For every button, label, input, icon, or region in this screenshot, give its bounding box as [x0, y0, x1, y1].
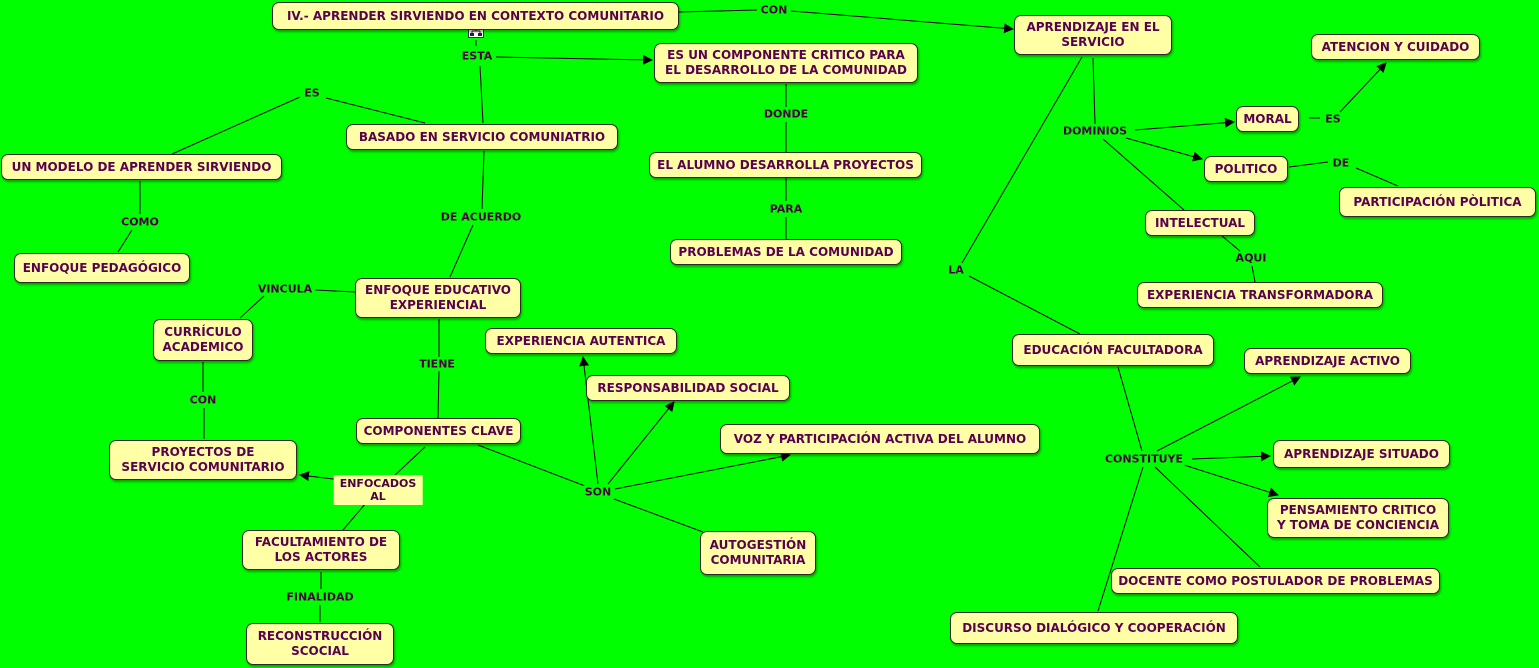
- connector-line-2: [495, 54, 653, 65]
- label-para: PARA: [767, 202, 805, 216]
- connector-line-33: [1117, 366, 1143, 452]
- connector-line-28: [239, 295, 265, 319]
- connector-line-30: [437, 370, 440, 419]
- label-es-left: ES: [302, 86, 322, 100]
- label-la: LA: [946, 263, 966, 277]
- node-experiencia-transformadora[interactable]: EXPERIENCIA TRANSFORMADORA: [1137, 282, 1383, 308]
- node-intelectual[interactable]: INTELECTUAL: [1145, 210, 1255, 236]
- connector-line-24: [1251, 265, 1256, 283]
- connector-line-16: [1134, 117, 1235, 131]
- connector-line-27: [314, 289, 356, 293]
- label-es-moral: ES: [1323, 112, 1343, 126]
- node-discurso[interactable]: DISCURSO DIALÓGICO Y COOPERACIÓN: [950, 612, 1238, 644]
- label-son: SON: [582, 485, 614, 499]
- connector-line-0: [678, 9, 758, 13]
- node-aprendizaje-activo[interactable]: APRENDIZAJE ACTIVO: [1244, 348, 1411, 374]
- label-dominios: DOMINIOS: [1060, 124, 1130, 138]
- node-moral[interactable]: MORAL: [1236, 106, 1299, 132]
- node-participacion-politica[interactable]: PARTICIPACIÓN PÒLITICA: [1339, 187, 1536, 217]
- node-alumno-desarrolla[interactable]: EL ALUMNO DESARROLLA PROYECTOS: [649, 152, 922, 178]
- label-de: DE: [1330, 156, 1352, 170]
- label-tiene: TIENE: [417, 357, 457, 371]
- node-voz[interactable]: VOZ Y PARTICIPACIÓN ACTIVA DEL ALUMNO: [720, 424, 1040, 454]
- node-basado[interactable]: BASADO EN SERVICIO COMUNIATRIO: [346, 124, 618, 150]
- connector-line-44: [392, 446, 426, 478]
- label-de-acuerdo: DE ACUERDO: [438, 210, 524, 224]
- node-facultamiento[interactable]: FACULTAMIENTO DE LOS ACTORES: [242, 530, 400, 570]
- label-con-left: CON: [187, 393, 219, 407]
- connector-line-42: [614, 451, 791, 490]
- node-aprendizaje-servicio[interactable]: APRENDIZAJE EN EL SERVICIO: [1014, 15, 1172, 55]
- connector-line-41: [607, 401, 675, 485]
- node-problemas[interactable]: PROBLEMAS DE LA COMUNIDAD: [670, 239, 902, 265]
- node-curriculo[interactable]: CURRÍCULO ACADEMICO: [153, 319, 253, 361]
- connector-line-6: [171, 96, 301, 155]
- node-atencion[interactable]: ATENCION Y CUIDADO: [1311, 34, 1480, 60]
- connector-line-14: [449, 224, 474, 278]
- connector-line-23: [1221, 235, 1241, 252]
- node-proyectos[interactable]: PROYECTOS DE SERVICIO COMUNITARIO: [109, 440, 297, 480]
- label-aqui: AQUI: [1233, 251, 1269, 265]
- node-modelo[interactable]: UN MODELO DE APRENDER SIRVIENDO: [1, 154, 282, 180]
- connector-line-38: [1097, 466, 1144, 612]
- connector-line-18: [1102, 138, 1185, 211]
- node-politico[interactable]: POLITICO: [1204, 156, 1288, 182]
- connector-line-36: [1183, 464, 1279, 498]
- connector-line-13: [481, 150, 485, 210]
- label-finalidad: FINALIDAD: [284, 590, 356, 604]
- connector-line-37: [1154, 466, 1261, 568]
- connector-line-12: [117, 229, 133, 253]
- node-title[interactable]: IV.- APRENDER SIRVIENDO EN CONTEXTO COMU…: [272, 2, 679, 30]
- connector-line-19: [1339, 62, 1387, 113]
- label-como: COMO: [119, 215, 161, 229]
- node-componente-critico[interactable]: ES UN COMPONENTE CRITICO PARA EL DESARRO…: [654, 43, 918, 83]
- connector-line-17: [1125, 137, 1203, 162]
- label-enfocados: ENFOCADOS AL: [333, 475, 423, 505]
- connector-line-22: [1355, 167, 1399, 187]
- node-enfoque-pedagogico[interactable]: ENFOQUE PEDAGÓGICO: [14, 253, 190, 283]
- label-con-top: CON: [758, 3, 790, 17]
- connector-line-39: [477, 444, 586, 487]
- node-pensamiento[interactable]: PENSAMIENTO CRITICO Y TOMA DE CONCIENCIA: [1267, 498, 1449, 538]
- connector-line-26: [968, 275, 1081, 335]
- label-vincula: VINCULA: [255, 282, 315, 296]
- connector-line-15: [1092, 57, 1096, 125]
- label-constituye: CONSTITUYE: [1102, 452, 1186, 466]
- connector-line-46: [342, 502, 367, 531]
- connector-line-5: [325, 97, 426, 124]
- connector-line-3: [479, 65, 484, 124]
- node-componentes-clave[interactable]: COMPONENTES CLAVE: [356, 418, 521, 444]
- connector-line-25: [961, 56, 1083, 264]
- node-enfoque-educativo[interactable]: ENFOQUE EDUCATIVO EXPERIENCIAL: [355, 278, 521, 318]
- connector-line-34: [1156, 376, 1301, 452]
- connector-line-35: [1191, 451, 1271, 462]
- label-donde: DONDE: [761, 107, 811, 121]
- connector-line-43: [613, 498, 704, 533]
- connector-line-40: [579, 356, 599, 485]
- connector-line-21: [1288, 161, 1329, 168]
- node-autogestion[interactable]: AUTOGESTIÓN COMUNITARIA: [700, 531, 816, 575]
- node-experiencia-autentica[interactable]: EXPERIENCIA AUTENTICA: [485, 328, 677, 354]
- node-reconstruccion[interactable]: RECONSTRUCCIÓN SCOCIAL: [246, 623, 394, 665]
- node-aprendizaje-situado[interactable]: APRENDIZAJE SITUADO: [1273, 440, 1450, 468]
- node-educacion-facultadora[interactable]: EDUCACIÓN FACULTADORA: [1012, 334, 1214, 366]
- connector-line-1: [790, 10, 1014, 34]
- node-responsabilidad[interactable]: RESPONSABILIDAD SOCIAL: [586, 375, 790, 401]
- node-docente[interactable]: DOCENTE COMO POSTULADOR DE PROBLEMAS: [1111, 568, 1440, 594]
- label-esta: ESTA: [459, 49, 495, 63]
